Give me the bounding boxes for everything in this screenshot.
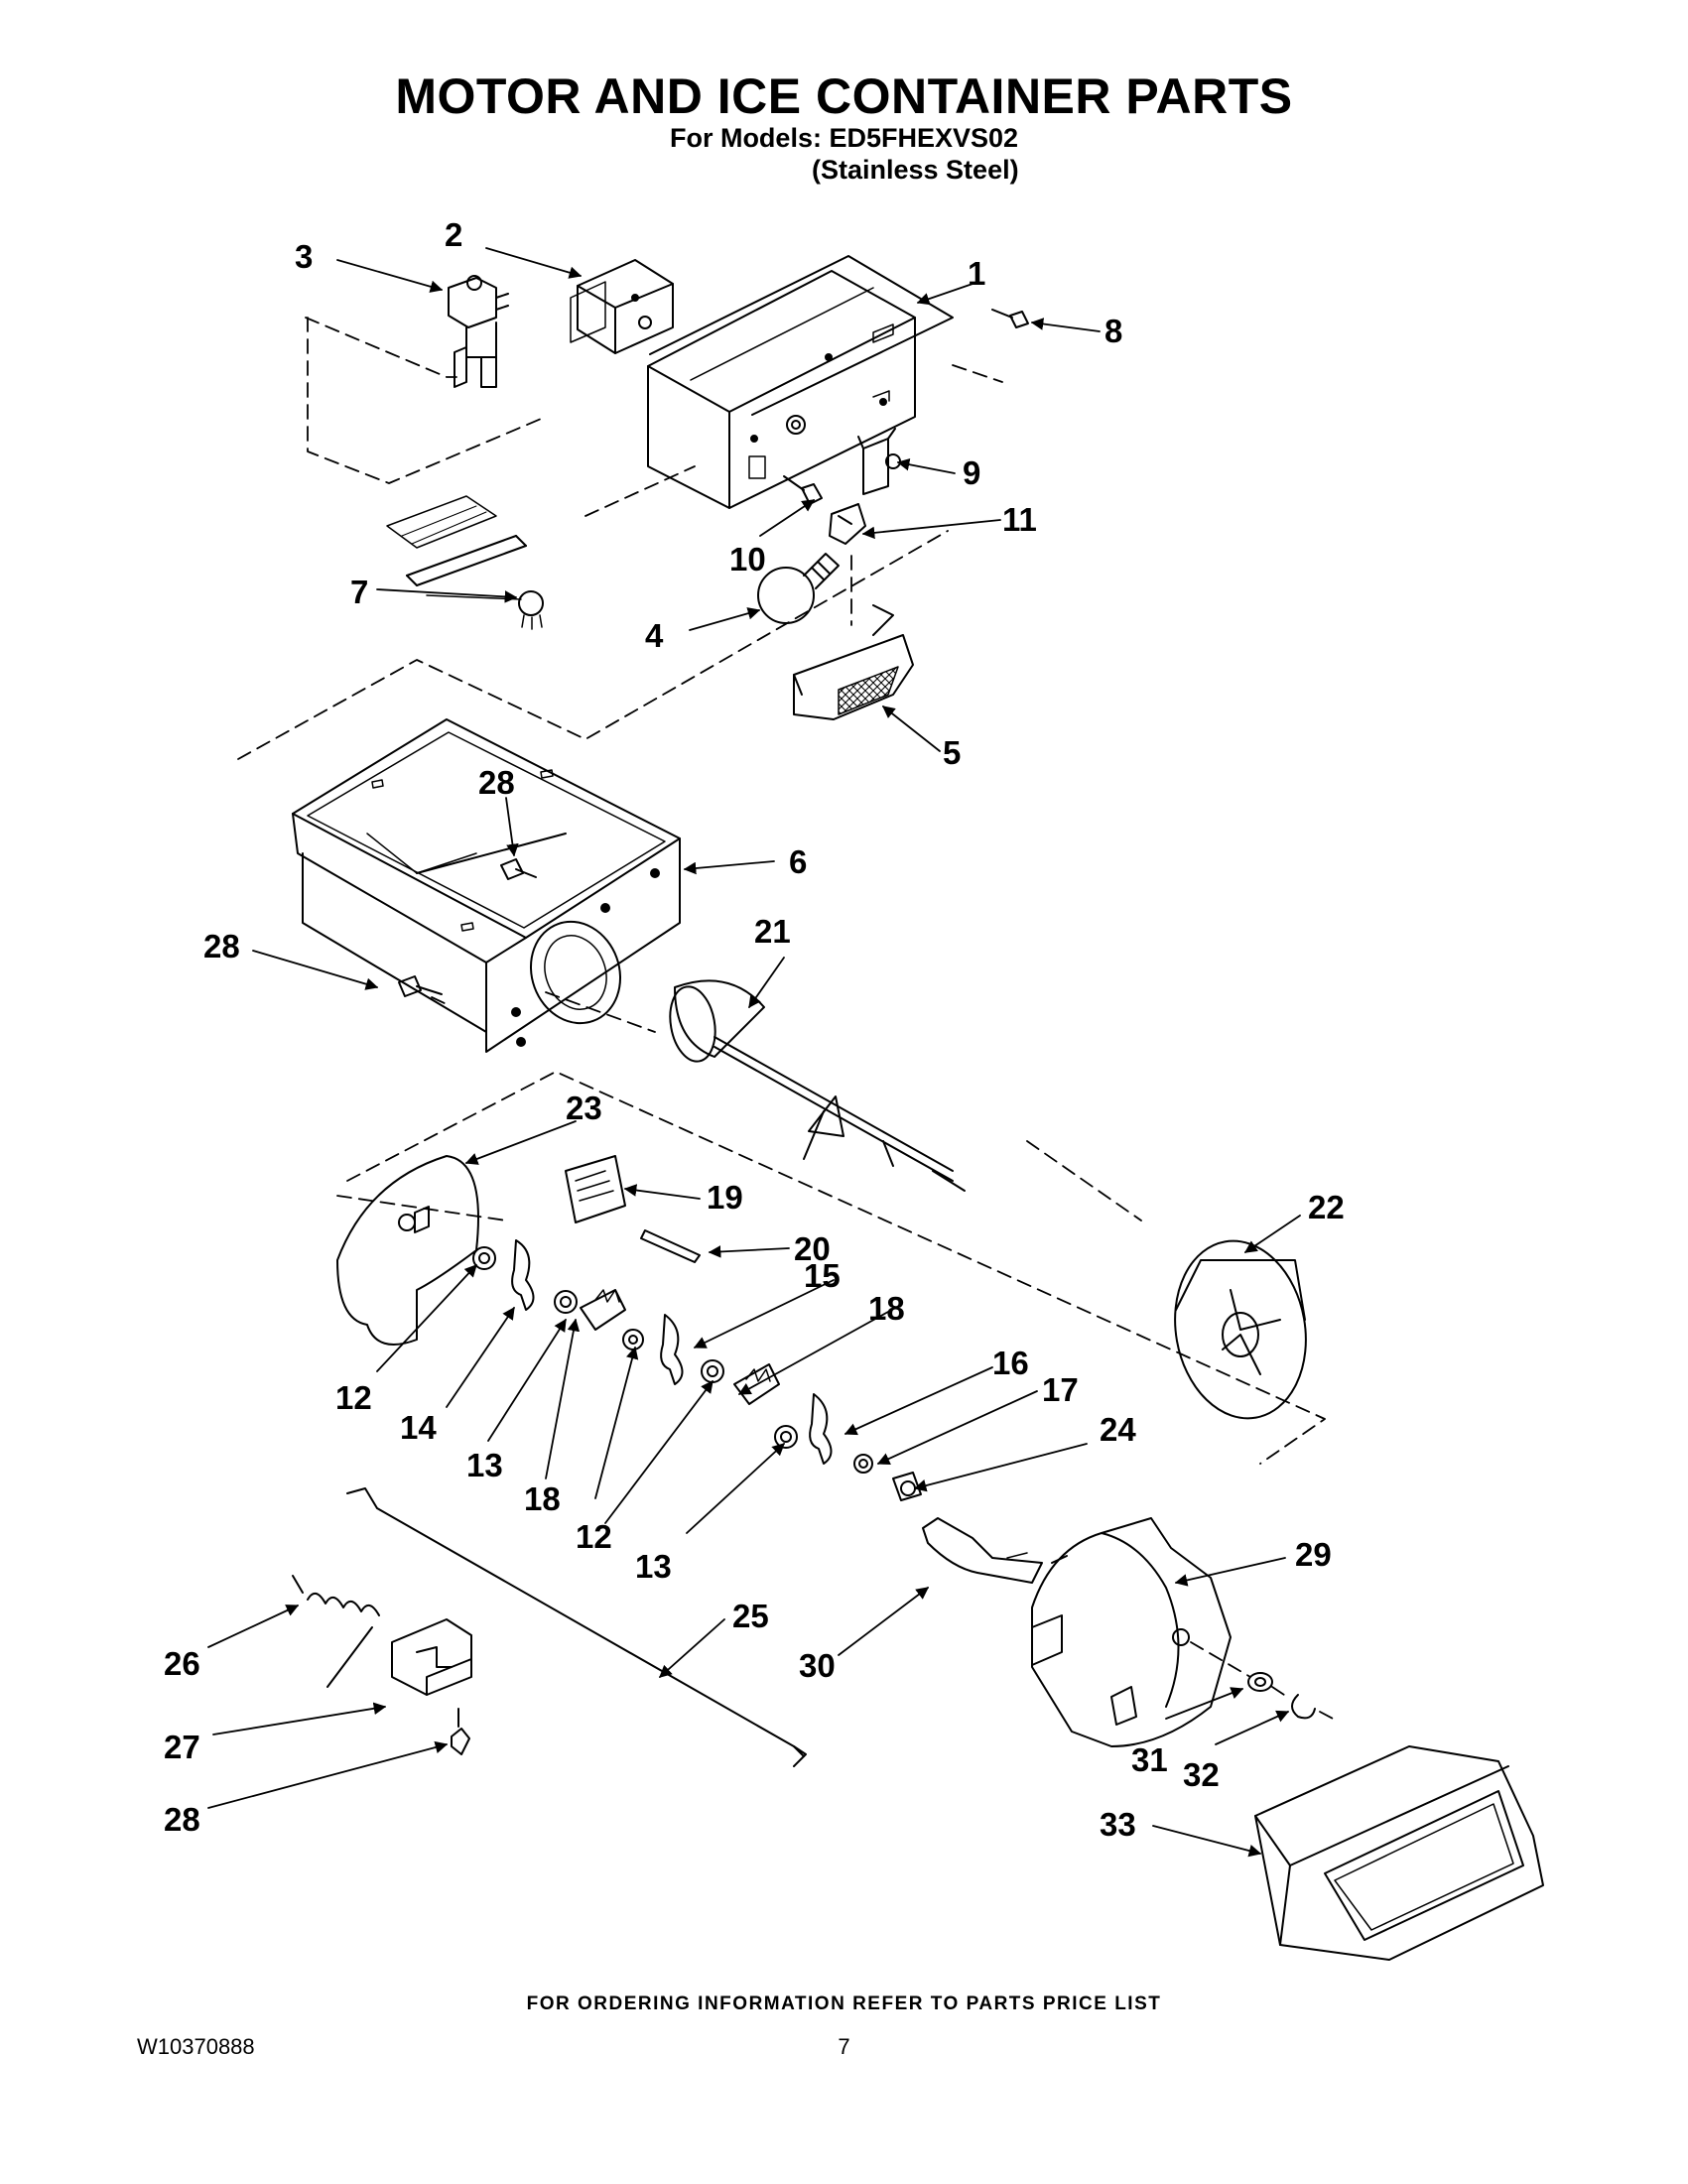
callout-7: 7 — [350, 574, 368, 610]
callout-32: 32 — [1183, 1756, 1220, 1793]
callout-leaders — [207, 247, 1301, 1858]
actuator-rod — [346, 1487, 807, 1767]
callout-22: 22 — [1308, 1189, 1345, 1225]
callout-9: 9 — [963, 454, 980, 491]
callout-31: 31 — [1131, 1741, 1168, 1778]
callout-3: 3 — [295, 238, 313, 275]
callout-11: 11 — [1002, 501, 1037, 538]
cutter-stack — [472, 1239, 922, 1501]
callout-29: 29 — [1295, 1536, 1332, 1573]
callout-24: 24 — [1100, 1411, 1136, 1448]
callout-21: 21 — [754, 913, 791, 950]
blade-housing — [565, 1155, 626, 1223]
spring — [292, 1575, 380, 1688]
callout-2: 2 — [445, 216, 462, 253]
callout-18a: 18 — [868, 1290, 905, 1327]
callout-17: 17 — [1042, 1371, 1079, 1408]
callout-28c: 28 — [164, 1801, 200, 1838]
page-title: MOTOR AND ICE CONTAINER PARTS — [395, 68, 1293, 124]
callout-1: 1 — [968, 255, 985, 292]
callout-18b: 18 — [524, 1480, 561, 1517]
callout-23: 23 — [566, 1090, 602, 1126]
motor-housing — [647, 270, 916, 509]
switch-bracket — [391, 1618, 472, 1696]
screw-8 — [991, 309, 1029, 328]
callout-19: 19 — [707, 1179, 743, 1216]
screw-10 — [783, 475, 823, 505]
models-line: For Models: ED5FHEXVS02 — [669, 123, 1019, 153]
callout-13b: 13 — [635, 1548, 672, 1585]
bracket-9 — [857, 428, 901, 495]
light-socket — [829, 503, 866, 545]
callout-15: 15 — [804, 1257, 841, 1294]
ice-drum — [1174, 1239, 1307, 1420]
callout-10: 10 — [729, 541, 766, 578]
document-number: W10370888 — [137, 2034, 255, 2059]
callout-5: 5 — [943, 734, 961, 771]
page-number: 7 — [838, 2034, 850, 2059]
light-shield — [793, 604, 914, 720]
callout-12a: 12 — [335, 1379, 372, 1416]
callout-labels: 1 2 3 8 9 11 10 7 4 5 28 6 21 28 23 19 2… — [164, 216, 1345, 1843]
footer-note: FOR ORDERING INFORMATION REFER TO PARTS … — [526, 1993, 1162, 2014]
front-cover — [1254, 1745, 1544, 1961]
shaft-20 — [640, 1229, 701, 1263]
callout-16: 16 — [992, 1345, 1029, 1381]
motor-unit — [570, 259, 674, 354]
auger-assembly — [669, 979, 966, 1192]
callout-13a: 13 — [466, 1447, 503, 1483]
callout-25: 25 — [732, 1598, 769, 1634]
finish-line: (Stainless Steel) — [812, 155, 1019, 185]
callout-12b: 12 — [576, 1518, 612, 1555]
cam-30 — [922, 1517, 1043, 1584]
callout-20: 20 — [794, 1230, 831, 1267]
guide-lines-31 — [1190, 1641, 1336, 1721]
screw-28c — [451, 1708, 470, 1755]
callout-33: 33 — [1100, 1806, 1136, 1843]
callout-28b: 28 — [203, 928, 240, 964]
callout-27: 27 — [164, 1729, 200, 1765]
guide-lines-upper — [237, 317, 1003, 760]
callout-26: 26 — [164, 1645, 200, 1682]
light-bulb — [757, 553, 840, 624]
callout-28a: 28 — [478, 764, 515, 801]
callout-14: 14 — [400, 1409, 437, 1446]
callout-30: 30 — [799, 1647, 836, 1684]
callout-4: 4 — [645, 617, 664, 654]
callout-8: 8 — [1104, 313, 1122, 349]
ice-container — [292, 718, 681, 1053]
washer-31 — [1247, 1672, 1273, 1692]
callout-6: 6 — [789, 843, 807, 880]
guide-lines-lower — [336, 991, 1326, 1465]
screw-28a — [500, 858, 537, 880]
bracket-plate — [649, 255, 954, 416]
auger-motor-cover — [1031, 1517, 1232, 1747]
crusher-plate — [336, 1155, 479, 1346]
clip-32 — [1291, 1694, 1316, 1720]
wire-harness — [386, 495, 544, 630]
water-valve — [448, 275, 509, 388]
screw-28b — [398, 975, 443, 997]
